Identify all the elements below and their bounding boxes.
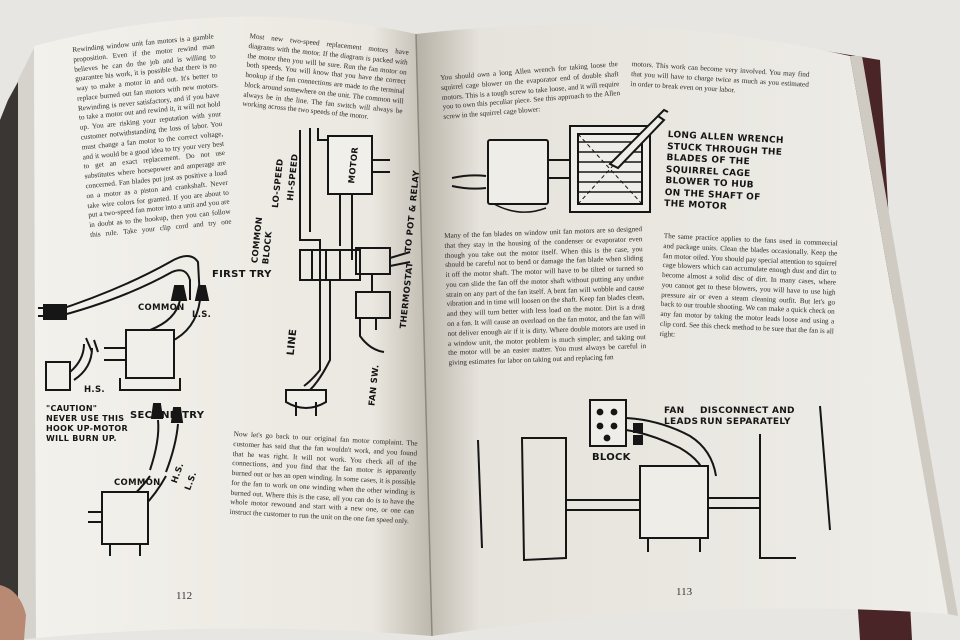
- right-page-column-2-lower: The same practice applies to the fans us…: [659, 232, 838, 339]
- second-try-diagram: [88, 403, 184, 556]
- wiring-schematic: [285, 128, 411, 416]
- label-disconnect: DISCONNECT AND RUN SEPARATELY: [700, 406, 795, 428]
- label-ls: L.S.: [192, 310, 212, 320]
- left-page-number: 112: [176, 590, 193, 602]
- left-page-column-2: Most new two-speed replacement motors ha…: [242, 32, 410, 122]
- blower-diagram: [451, 108, 669, 213]
- label-allen-wrench: LONG ALLEN WRENCH STUCK THROUGH THE BLAD…: [663, 130, 784, 213]
- label-first-try: FIRST TRY: [212, 269, 272, 280]
- label-second-try: SECOND TRY: [130, 410, 205, 421]
- label-common-2: COMMON: [114, 478, 161, 488]
- left-page-column-1: Rewinding window unit fan motors is a ga…: [72, 32, 232, 241]
- label-caution: "CAUTION" NEVER USE THIS HOOK UP-MOTOR W…: [46, 404, 128, 443]
- block-diagram: [477, 399, 831, 562]
- label-common: COMMON: [138, 303, 185, 313]
- first-try-diagram: [38, 255, 210, 391]
- right-page-column-1-lower: Many of the fan blades on window unit fa…: [444, 225, 647, 368]
- label-block: BLOCK: [592, 452, 631, 463]
- left-page-column-2-lower: Now let's go back to our original fan mo…: [229, 430, 418, 526]
- label-hs: H.S.: [84, 385, 105, 395]
- label-fan-leads: FAN LEADS: [664, 406, 699, 428]
- right-page-number: 113: [676, 586, 693, 598]
